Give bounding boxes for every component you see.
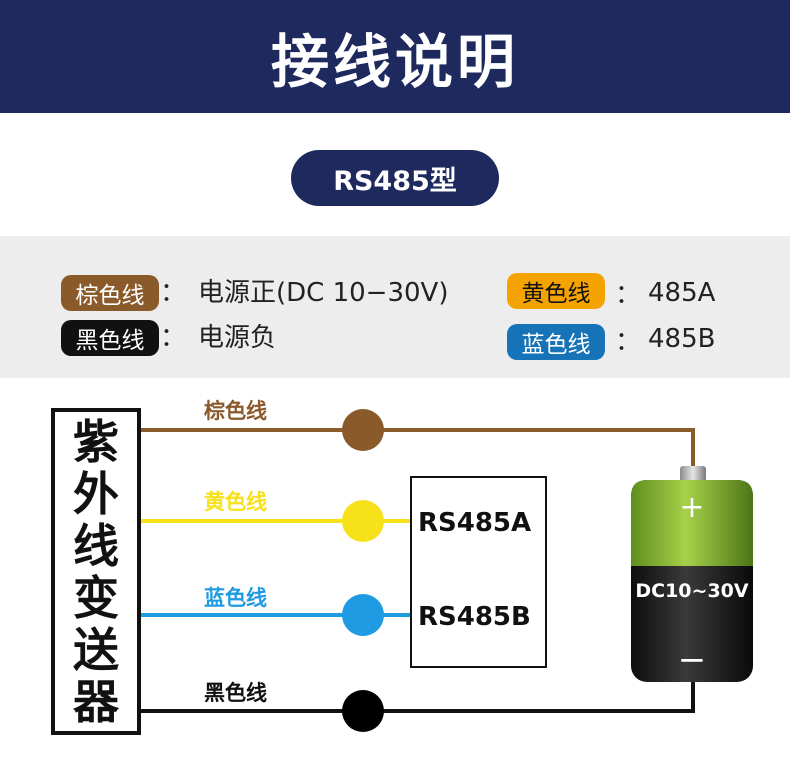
rs485-terminal-box: [410, 476, 547, 668]
device-char-4: 变: [73, 570, 119, 625]
legend-tag-yellow: 黄色线: [507, 273, 605, 309]
brown-wire: [141, 428, 695, 470]
black-node: [342, 690, 384, 732]
black-wire: [141, 680, 695, 713]
yellow-node: [342, 500, 384, 542]
wire-label-yellow: 黄色线: [204, 490, 267, 514]
legend-tag-blue: 蓝色线: [507, 324, 605, 360]
wire-label-black: 黑色线: [204, 681, 267, 705]
rs485a-label: RS485A: [418, 508, 532, 538]
legend-tag-brown-label: 棕色线: [75, 283, 145, 309]
legend-tag-brown: 棕色线: [61, 275, 159, 311]
battery-plus-sign: +: [679, 490, 705, 525]
legend-sep-black: ：: [160, 323, 187, 353]
device-char-6: 器: [73, 674, 119, 729]
wire-label-blue: 蓝色线: [204, 586, 267, 610]
model-pill: RS485型: [291, 150, 499, 206]
device-char-5: 送: [73, 622, 119, 677]
header-banner: 接线说明: [0, 0, 790, 113]
legend-tag-yellow-label: 黄色线: [521, 281, 591, 307]
battery-minus-sign: −: [677, 640, 707, 680]
rs485b-label: RS485B: [418, 602, 531, 632]
device-char-3: 线: [73, 518, 119, 573]
legend-desc-brown: 电源正(DC 10−30V): [198, 278, 449, 308]
battery: [631, 466, 753, 682]
legend-sep-yellow: ：: [615, 280, 642, 310]
page-title: 接线说明: [270, 27, 519, 96]
legend-tag-blue-label: 蓝色线: [521, 332, 591, 358]
device-char-2: 外: [73, 466, 119, 521]
legend-desc-black: 电源负: [198, 323, 277, 353]
legend-sep-brown: ：: [160, 278, 187, 308]
battery-green-top: [631, 480, 753, 566]
legend-desc-blue: 485B: [648, 324, 716, 354]
legend-desc-yellow: 485A: [648, 278, 716, 308]
battery-voltage-label: DC10~30V: [635, 580, 749, 602]
legend-sep-blue: ：: [615, 327, 642, 357]
uv-transmitter-box: 紫 外 线 变 送 器: [51, 408, 141, 735]
device-char-1: 紫: [73, 414, 119, 469]
legend-tag-black-label: 黑色线: [75, 328, 145, 354]
model-label: RS485型: [333, 165, 457, 197]
wire-label-brown: 棕色线: [204, 399, 267, 423]
brown-node: [342, 409, 384, 451]
blue-node: [342, 594, 384, 636]
battery-cap: [680, 466, 706, 484]
legend-tag-black: 黑色线: [61, 320, 159, 356]
